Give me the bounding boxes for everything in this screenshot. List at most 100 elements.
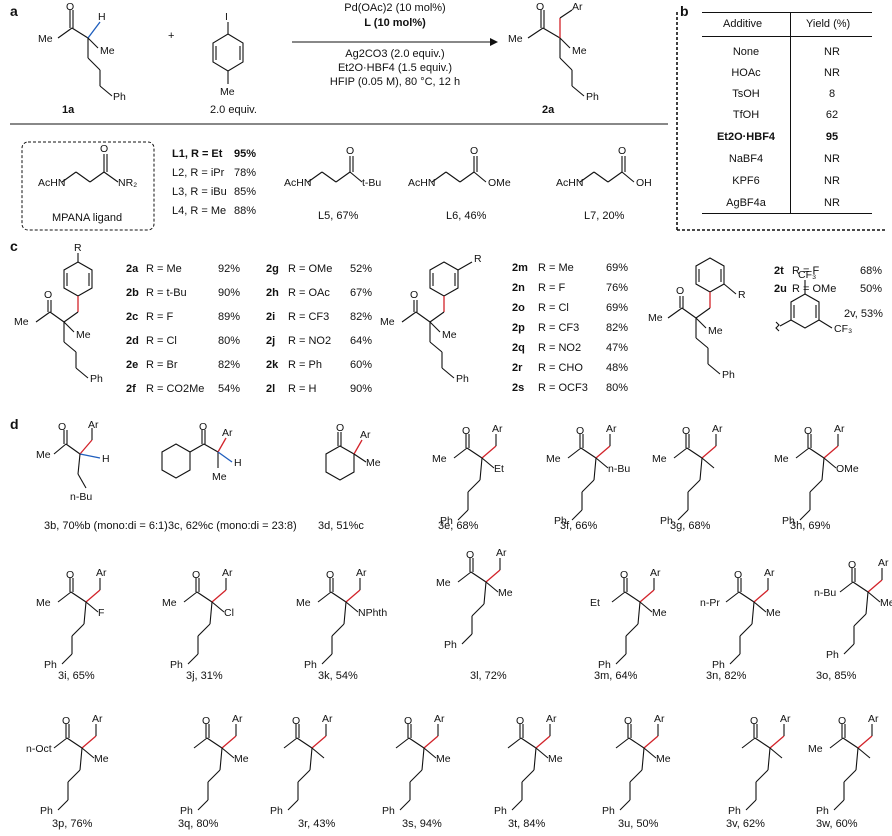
atom-label: O [516, 715, 524, 727]
cmpd-r: R = OCF3 [538, 382, 588, 394]
bond [457, 571, 472, 583]
cmpd-yield: 89% [218, 311, 241, 323]
bond [643, 735, 659, 749]
svg-text:H: H [98, 11, 106, 23]
svg-text:Me: Me [38, 33, 53, 45]
table-cell: TsOH [732, 88, 760, 100]
bond [67, 769, 81, 783]
table-cell: None [732, 46, 760, 58]
bond [66, 737, 83, 749]
atom-label: Et [590, 597, 600, 609]
cmpd-r: R = Ph [288, 359, 322, 371]
bond [799, 509, 811, 521]
atom-label: Me [548, 753, 563, 765]
svg-text:Me: Me [366, 457, 381, 469]
atom-label: n-Oct [26, 743, 52, 755]
atom-label: Ph [270, 805, 283, 817]
table-cell: TfOH [732, 109, 760, 121]
bond [581, 479, 595, 493]
label-L6: L6, 46% [446, 210, 487, 222]
ligand-yield: 78% [234, 167, 257, 179]
bond [209, 601, 213, 625]
cmpd-r: R = Br [146, 359, 178, 371]
svg-text:Me: Me [220, 86, 235, 98]
bond [595, 445, 611, 459]
atom-label: Et [494, 463, 504, 475]
atom-label: O [804, 425, 812, 437]
cmpd-yield: 90% [350, 383, 373, 395]
svg-text:Me: Me [76, 329, 91, 341]
svg-text:Ar: Ar [88, 419, 99, 431]
cmpd-yield: 92% [218, 263, 241, 275]
table-b-headline [702, 36, 872, 37]
bond [461, 633, 473, 645]
cap-3v: 3v, 62% [726, 818, 765, 830]
cmpd-r: R = CO2Me [146, 383, 205, 395]
cmpd-yield: 54% [218, 383, 241, 395]
atom-label: Ph [444, 639, 457, 651]
atom-label: Me [436, 753, 451, 765]
cmpd-id: 2p [512, 322, 525, 334]
atom-label: OMe [836, 463, 859, 475]
bond [297, 769, 311, 783]
atom-label: Me [94, 753, 109, 765]
atom-label: Ar [868, 713, 879, 725]
atom-label: Me [766, 607, 781, 619]
svg-text:OMe: OMe [488, 177, 511, 189]
svg-text:O: O [44, 289, 52, 301]
bond [852, 581, 869, 593]
bond [311, 735, 327, 749]
bond [221, 747, 235, 759]
bond [795, 447, 810, 459]
bond [197, 799, 209, 811]
bond [571, 509, 583, 521]
bond [331, 623, 345, 637]
bond [624, 591, 641, 603]
atom-label: Ar [222, 567, 233, 579]
cmpd-yield: 68% [860, 265, 883, 277]
bond [309, 747, 313, 771]
bond [615, 653, 627, 665]
bond [81, 735, 97, 749]
bond [808, 447, 825, 459]
bond [479, 457, 483, 481]
atom-label: Ph [826, 649, 839, 661]
bond [741, 737, 756, 749]
svg-text:OH: OH [636, 177, 652, 189]
cmpd-yield: 52% [350, 263, 373, 275]
cap-3e: 3e, 68% [438, 520, 479, 532]
cmpd-id: 2f [126, 383, 136, 395]
svg-text:O: O [410, 289, 418, 301]
bond [83, 601, 87, 625]
bond [57, 591, 72, 603]
table-b-bottomline [702, 213, 872, 214]
bond [809, 479, 823, 493]
atom-label: Ar [492, 423, 503, 435]
atom-label: Ph [782, 515, 795, 527]
svg-text:t-Bu: t-Bu [362, 177, 381, 189]
cmpd-r: R = Me [538, 262, 574, 274]
bond [408, 737, 425, 749]
bond [857, 735, 873, 749]
cap-3k: 3k, 54% [318, 670, 358, 682]
structure-3c: O Ar H Me [161, 421, 242, 483]
bond [753, 589, 769, 603]
condition-1: Pd(OAc)2 (10 mol%) [344, 2, 446, 14]
atom-label: O [462, 425, 470, 437]
table-cell: 95 [825, 131, 839, 143]
bond [595, 457, 609, 469]
bond [767, 747, 771, 771]
bond [639, 601, 653, 613]
bond [829, 737, 844, 749]
structure-L7: AcHN O OH [556, 145, 652, 189]
bond [739, 623, 753, 637]
cmpd-id: 2c [126, 311, 139, 323]
cmpd-id: 2j [266, 335, 276, 347]
cmpd-id: 2i [266, 311, 276, 323]
bond [196, 591, 213, 603]
bond [843, 769, 857, 783]
svg-text:Me: Me [572, 45, 587, 57]
atom-label: O [404, 715, 412, 727]
cmpd-yield: 60% [350, 359, 373, 371]
label-L5: L5, 67% [318, 210, 359, 222]
